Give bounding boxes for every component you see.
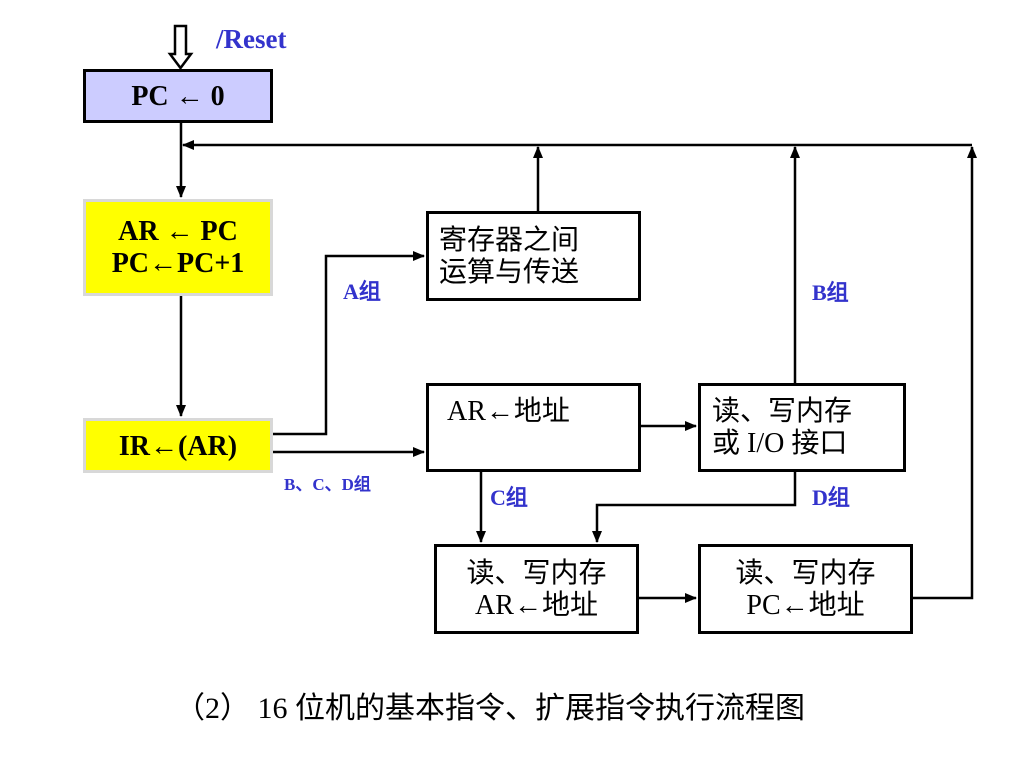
path-group-d [592,472,797,543]
reg-ops-line-2: 运算与传送 [439,257,580,288]
decode-text: IR←(AR) [118,431,238,462]
rw-mem-pc-box: 读、写内存 PC←地址 [698,544,913,634]
figure-caption: （2） 16 位机的基本指令、扩展指令执行流程图 [175,692,805,725]
rw-mem-pc-line-1: 读、写内存 [735,558,876,589]
reg-ops-box: 寄存器之间 运算与传送 [426,211,641,301]
group-bcd-label: B、C、D组 [284,475,371,494]
rw-mem-ar-box: 读、写内存 AR←地址 [434,544,639,634]
decode-box: IR←(AR) [83,418,273,473]
reg-ops-line-1: 寄存器之间 [439,225,580,256]
rw-mem-pc-line-2: PC←地址 [746,590,865,621]
rw-mem-io-line-2: 或 I/O 接口 [712,428,848,459]
pc-reset-text: PC ← 0 [131,81,225,112]
pc-reset-box: PC ← 0 [83,69,273,123]
fetch-line-2: PC←PC+1 [111,248,245,279]
rw-mem-io-line-1: 读、写内存 [712,396,853,427]
group-c-label: C组 [490,485,528,510]
group-b-label: B组 [812,280,849,305]
reset-label: /Reset [216,24,287,54]
fetch-line-1: AR ← PC [118,216,238,247]
group-d-label: D组 [812,485,850,510]
rw-mem-io-box: 读、写内存 或 I/O 接口 [698,383,906,472]
path-group-a [273,251,425,436]
rw-mem-ar-line-2: AR←地址 [475,590,598,621]
ar-address-box: AR←地址 [426,383,641,472]
ar-address-text: AR←地址 [447,396,570,427]
path-rw-pc-return [913,146,977,600]
group-a-label: A组 [343,279,381,304]
rw-mem-ar-line-1: 读、写内存 [466,558,607,589]
reset-arrow [167,24,194,71]
fetch-box: AR ← PC PC←PC+1 [83,199,273,296]
